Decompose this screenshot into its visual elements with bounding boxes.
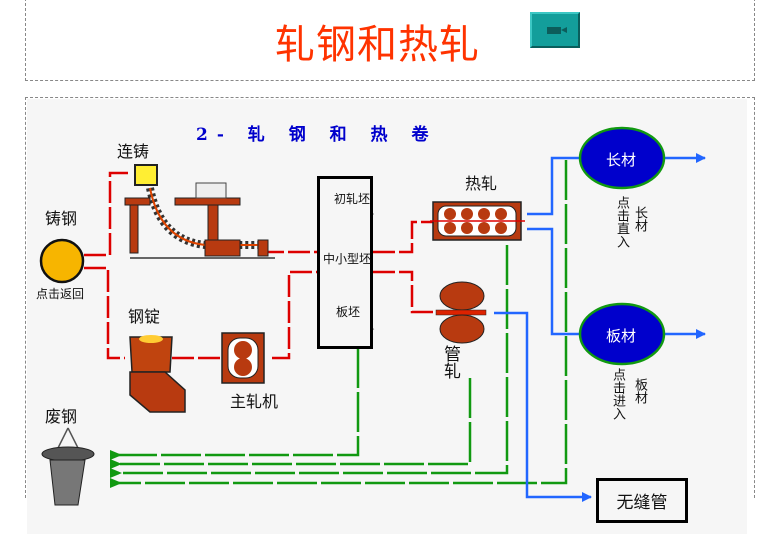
continuous-casting-label: 连铸 — [117, 142, 150, 161]
scrap-illustration — [41, 427, 95, 506]
continuous-caster-illustration — [124, 164, 275, 259]
long-products-label[interactable]: 长材 — [606, 151, 637, 169]
tube-rolling-label: 管轧 — [440, 345, 460, 379]
flow-box-to-hotroll — [373, 220, 434, 254]
flow-box-to-tube — [373, 270, 436, 314]
return-box-scrap — [110, 348, 360, 460]
plate-hint[interactable]: 点击进入 — [610, 368, 625, 420]
billet-item-slab: 板坯 — [336, 305, 361, 319]
seamless-tube-box: 无缝管 — [596, 478, 688, 523]
casting-steel-circle[interactable] — [39, 238, 85, 284]
click-return-link[interactable]: 点击返回 — [36, 287, 85, 301]
blue-flow-lines — [494, 153, 706, 502]
video-camera-icon — [547, 27, 567, 34]
flow-mill-to-box — [272, 270, 317, 360]
page-title: 轧钢和热轧 — [275, 22, 480, 68]
long-products-hint-side: 长材 — [632, 206, 647, 232]
plate-label[interactable]: 板材 — [606, 327, 637, 345]
return-tube-scrap — [110, 378, 472, 469]
diagram-subtitle: 2- 轧 钢 和 热 卷 — [196, 125, 438, 145]
flow-tube-seamless — [494, 311, 592, 502]
flow-cast-to-continuous — [84, 171, 128, 257]
video-button[interactable] — [530, 12, 580, 48]
scrap-label: 废钢 — [45, 407, 78, 426]
plate-hint-side: 板材 — [632, 378, 647, 404]
flow-hotroll-long — [527, 156, 580, 216]
return-products-scrap — [110, 160, 568, 488]
long-products-hint[interactable]: 点击直入 — [614, 196, 629, 248]
plate-ellipse[interactable] — [578, 302, 666, 366]
red-flow-lines — [84, 171, 436, 360]
casting-steel-label: 铸钢 — [45, 209, 78, 228]
diagram-frame — [25, 97, 755, 498]
long-products-ellipse[interactable] — [578, 126, 666, 190]
title-frame — [25, 0, 755, 81]
hot-rolling-label: 热轧 — [465, 174, 498, 193]
flow-hotroll-plate — [527, 227, 580, 336]
ingot-illustration — [129, 335, 186, 413]
green-flow-lines — [110, 160, 568, 488]
return-hotroll-scrap — [110, 245, 509, 478]
billet-item-bloom: 初轧坯 — [334, 192, 371, 206]
flow-cast-to-ingot — [84, 266, 125, 360]
tube-rolling-illustration — [435, 281, 487, 344]
billet-item-small: 中小型坯 — [323, 252, 372, 266]
hot-rolling-illustration — [430, 201, 525, 241]
seamless-tube-label: 无缝管 — [616, 493, 668, 513]
main-mill-label: 主轧机 — [230, 392, 279, 411]
ingot-label: 钢锭 — [128, 307, 161, 326]
billet-box — [317, 176, 373, 349]
main-mill-illustration — [221, 332, 265, 384]
